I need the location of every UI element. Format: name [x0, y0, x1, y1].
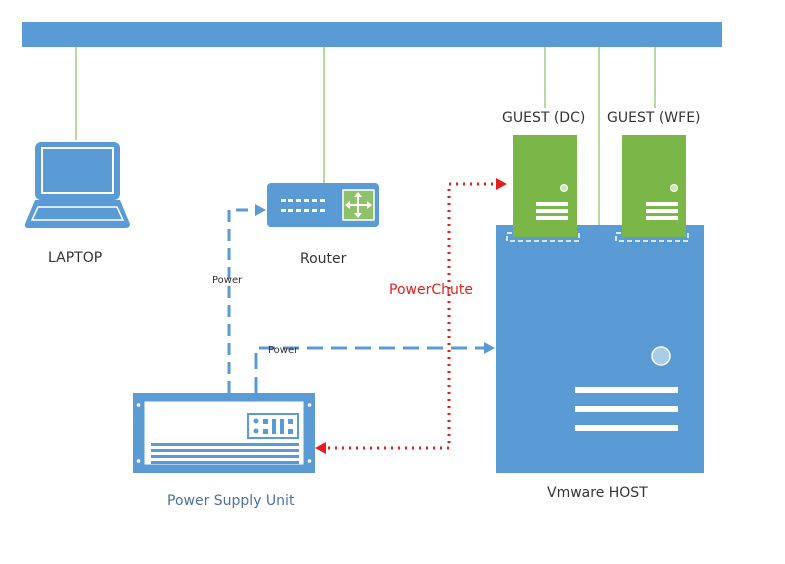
- rack-psu-icon: [133, 393, 315, 473]
- power-link-host: [254, 346, 484, 393]
- host-label: Vmware HOST: [547, 485, 648, 501]
- power-label-router: Power: [212, 275, 243, 286]
- server-host-icon: [496, 225, 704, 473]
- arrow-head-router: [255, 204, 266, 216]
- power-label-host: Power: [268, 345, 299, 356]
- powerchute-link: [328, 182, 497, 450]
- guest-wfe-label: GUEST (WFE): [607, 110, 701, 126]
- laptop-label: LAPTOP: [48, 250, 103, 266]
- powerchute-arrow-guest: [496, 178, 507, 190]
- powerchute-label: PowerChute: [389, 282, 473, 298]
- guest-dc-server-icon: [506, 135, 580, 242]
- router-label: Router: [300, 251, 347, 267]
- guest-wfe-server-icon: [615, 135, 689, 242]
- laptop-icon: [24, 142, 130, 228]
- power-link-router: [227, 208, 256, 393]
- arrow-head-host: [484, 342, 495, 354]
- psu-label: Power Supply Unit: [167, 493, 295, 509]
- router-icon: [267, 183, 379, 227]
- guest-dc-label: GUEST (DC): [502, 110, 586, 126]
- network-bus: [22, 22, 722, 47]
- powerchute-arrow-psu: [315, 442, 326, 454]
